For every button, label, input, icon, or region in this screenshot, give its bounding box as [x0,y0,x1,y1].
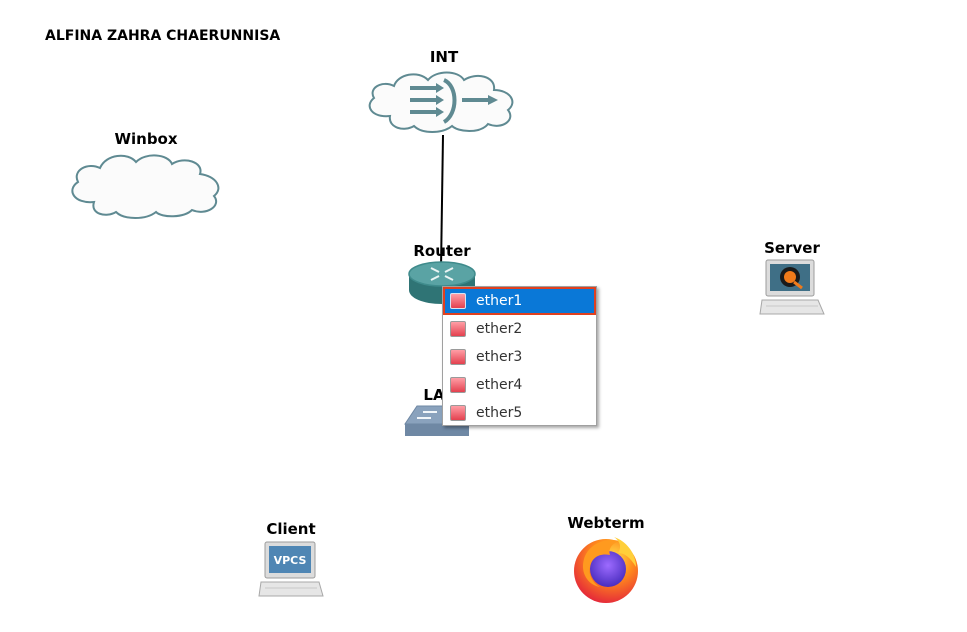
port-down-icon [450,321,466,337]
menu-item-label: ether2 [476,321,523,337]
menu-item-ether5[interactable]: ether5 [444,400,595,426]
vpcs-host-icon: VPCS [258,541,324,597]
topology-title: ALFINA ZAHRA CHAERUNNISA [45,28,281,44]
vpcs-badge: VPCS [274,554,307,567]
cloud-icon [71,154,220,219]
server-node[interactable] [758,258,826,318]
firefox-icon [574,537,638,603]
port-down-icon [450,293,466,309]
port-down-icon [450,349,466,365]
webterm-node[interactable] [570,533,642,605]
int-node[interactable] [362,66,522,136]
client-label: Client [266,520,316,538]
server-label: Server [764,239,820,257]
menu-item-label: ether4 [476,377,523,393]
menu-item-ether4[interactable]: ether4 [444,372,595,398]
lan-label: LA [423,386,445,404]
nat-cloud-icon [368,71,514,133]
menu-item-ether1[interactable]: ether1 [443,287,596,315]
menu-item-ether2[interactable]: ether2 [444,316,595,342]
winbox-node[interactable] [64,150,226,220]
menu-item-label: ether3 [476,349,523,365]
client-node[interactable]: VPCS [257,540,325,600]
qemu-host-icon [759,259,825,315]
port-down-icon [450,405,466,421]
router-label: Router [413,242,471,260]
port-selection-menu: ether1 ether2 ether3 ether4 ether5 [442,286,597,426]
menu-item-ether3[interactable]: ether3 [444,344,595,370]
port-down-icon [450,377,466,393]
webterm-label: Webterm [567,514,645,532]
menu-item-label: ether1 [476,293,523,309]
menu-item-label: ether5 [476,405,523,421]
int-label: INT [429,48,459,66]
winbox-label: Winbox [114,130,178,148]
